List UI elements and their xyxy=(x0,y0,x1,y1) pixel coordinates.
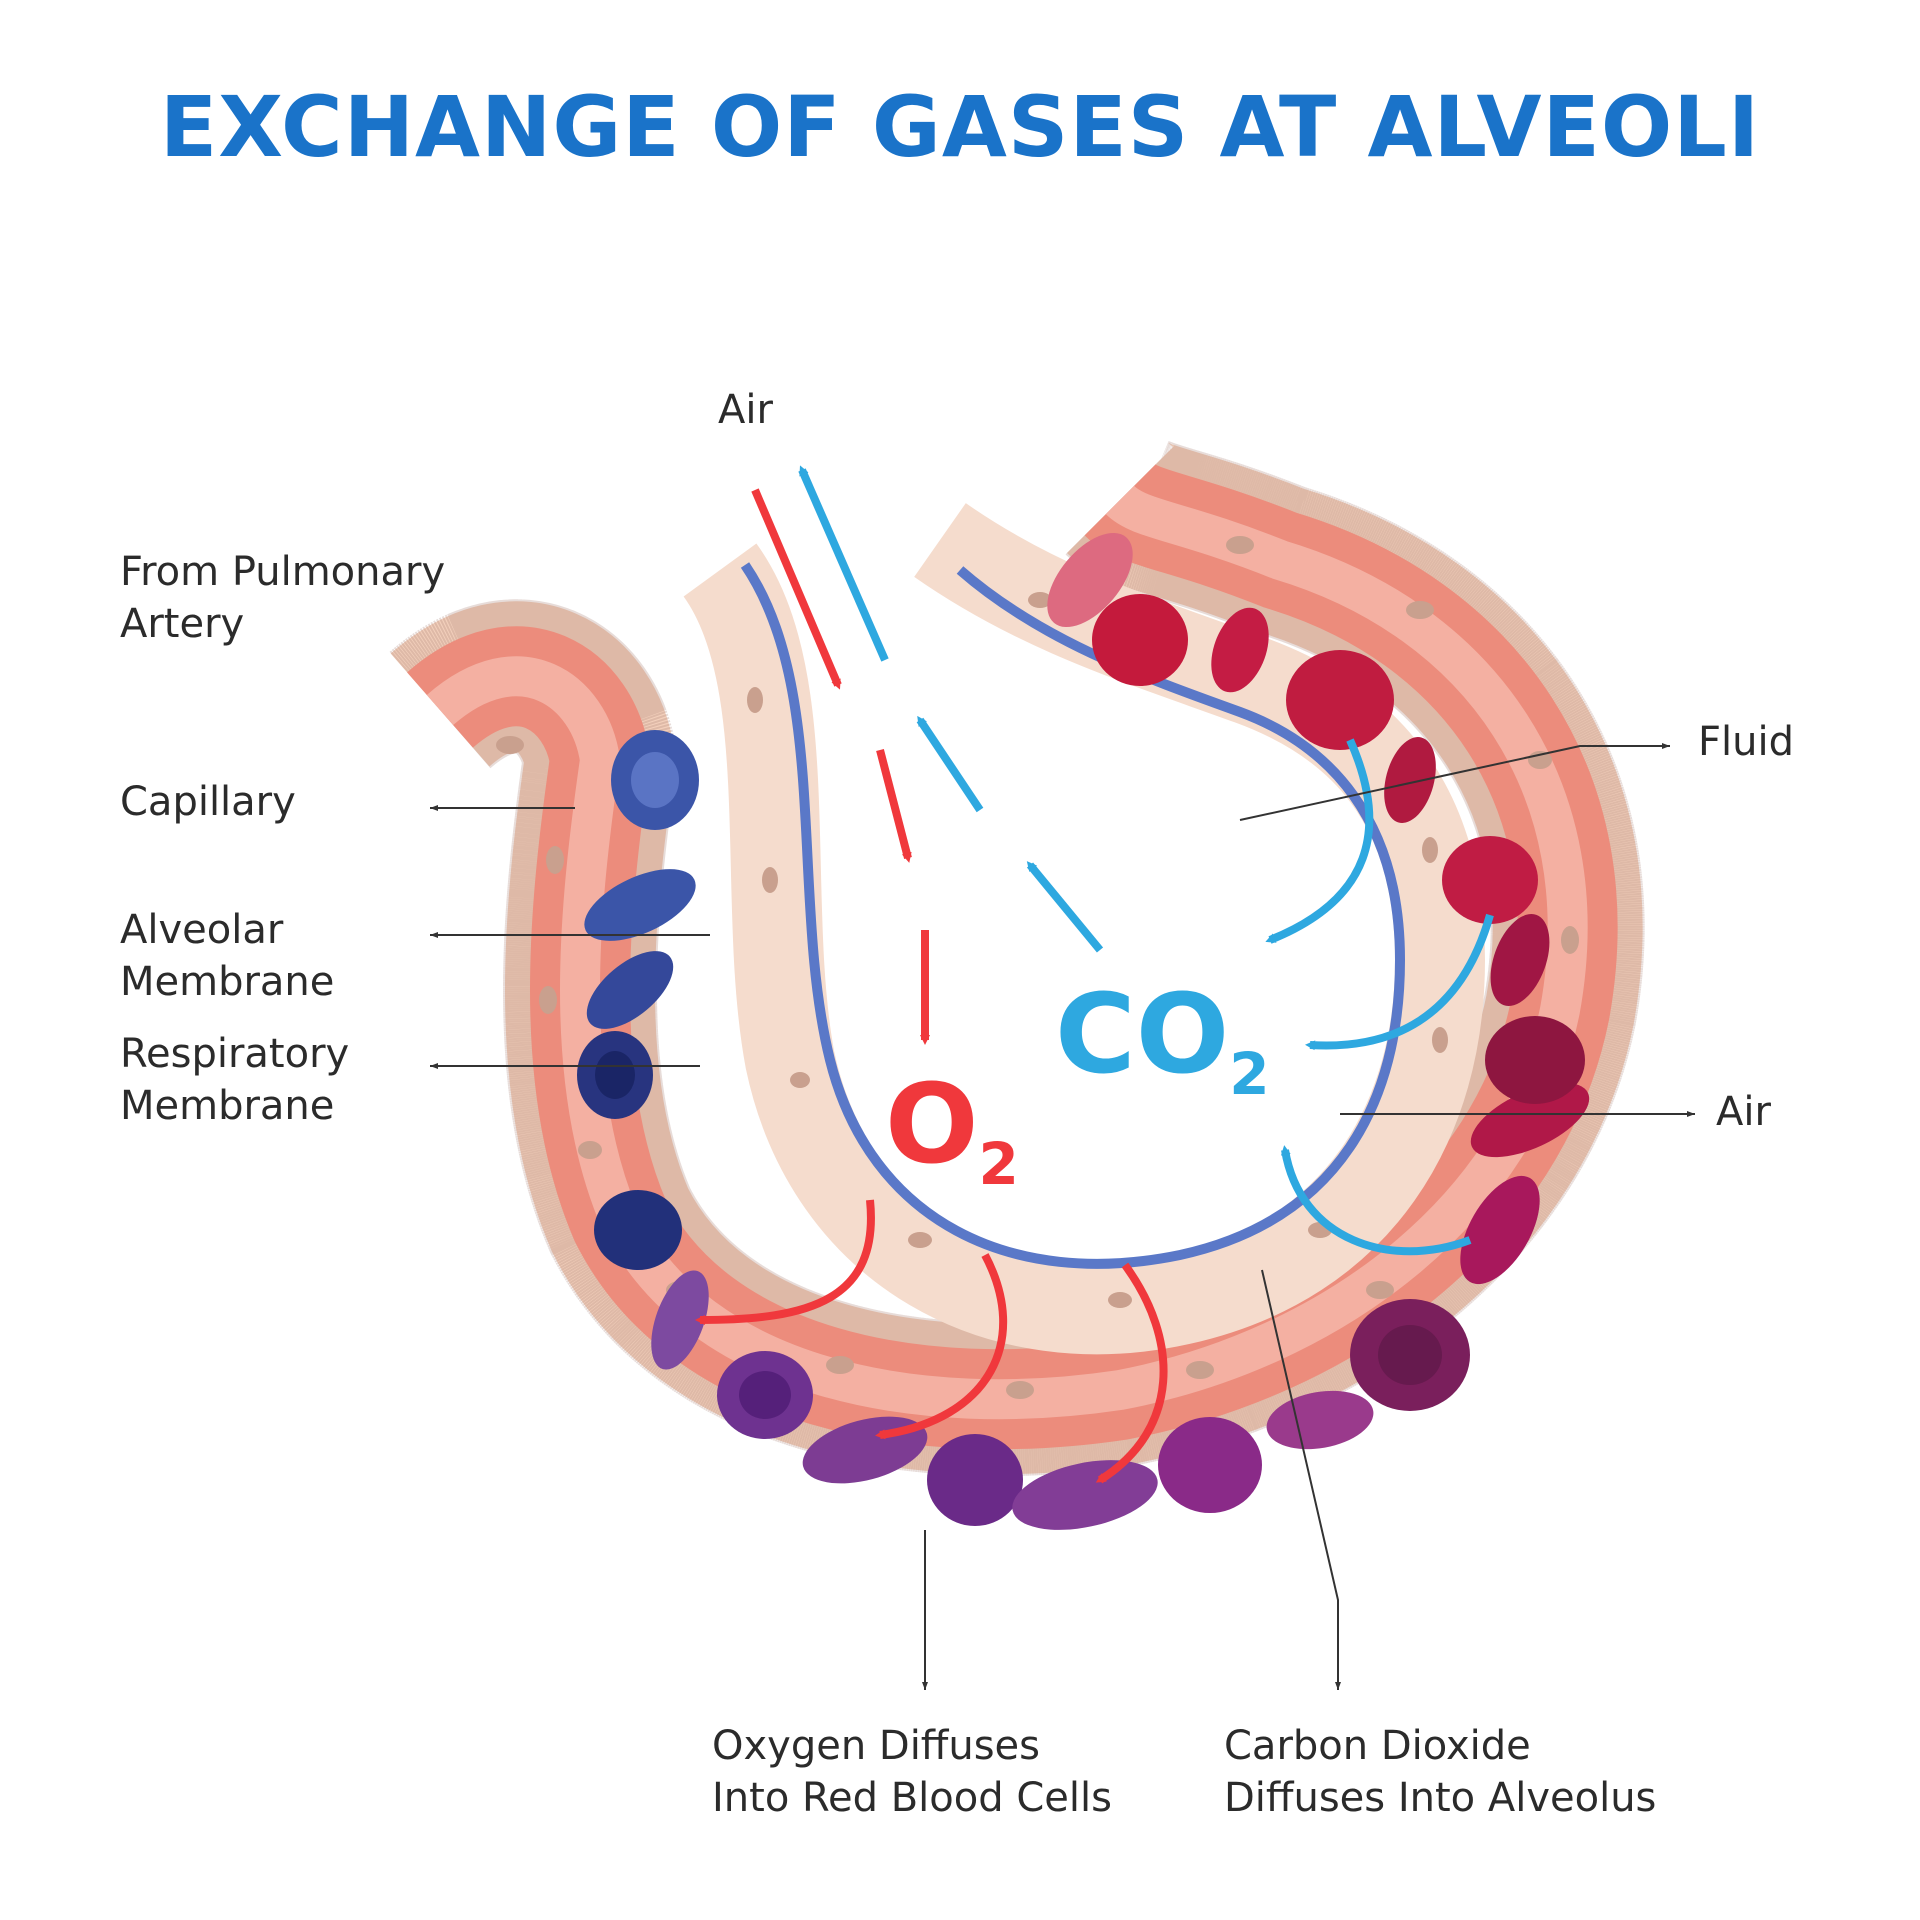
rbc-mixed xyxy=(927,1434,1023,1526)
label-alveolar-membrane: Alveolar Membrane xyxy=(120,907,335,1005)
oxygen-arrows xyxy=(695,488,1168,1484)
rbc-oxygenated xyxy=(1485,1016,1585,1104)
carbon-dioxide-symbol: CO2 xyxy=(1055,970,1270,1108)
label-capillary: Capillary xyxy=(120,779,296,825)
label-respiratory-membrane: Respiratory Membrane xyxy=(120,1031,350,1129)
red-blood-cells xyxy=(577,532,1590,1530)
co2-arrows xyxy=(798,465,1494,1256)
alveolar-membrane-line xyxy=(740,562,1406,1269)
rbc-deoxygenated xyxy=(584,869,696,941)
rbc-oxygenated xyxy=(1460,1175,1540,1285)
page-title: EXCHANGE OF GASES AT ALVEOLI xyxy=(159,78,1761,176)
rbc-oxygenated xyxy=(1211,607,1269,693)
label-oxygen-diffuses: Oxygen Diffuses Into Red Blood Cells xyxy=(712,1723,1112,1821)
label-from-pulmonary-artery: From Pulmonary Artery xyxy=(120,549,446,647)
rbc-oxygenated xyxy=(1047,532,1133,628)
rbc-oxygenated xyxy=(1442,836,1538,924)
rbc-deoxygenated xyxy=(594,1190,682,1270)
leader-lines xyxy=(430,743,1695,1690)
oxygen-symbol: O2 xyxy=(885,1060,1019,1198)
label-carbon-dioxide-diffuses: Carbon Dioxide Diffuses Into Alveolus xyxy=(1224,1723,1657,1821)
label-air-top: Air xyxy=(718,387,773,433)
rbc-oxygenated xyxy=(1490,914,1550,1006)
rbc-oxygenated xyxy=(1384,737,1436,823)
rbc-oxygenated xyxy=(1470,1082,1590,1158)
rbc-mixed xyxy=(1012,1460,1158,1530)
rbc-deoxygenated xyxy=(586,951,674,1029)
rbc-mixed xyxy=(651,1270,709,1370)
rbc-oxygenated xyxy=(1286,650,1394,750)
label-air-right: Air xyxy=(1716,1089,1771,1135)
label-fluid: Fluid xyxy=(1698,719,1794,765)
rbc-oxygenated xyxy=(1092,594,1188,686)
rbc-mixed xyxy=(1158,1417,1262,1513)
